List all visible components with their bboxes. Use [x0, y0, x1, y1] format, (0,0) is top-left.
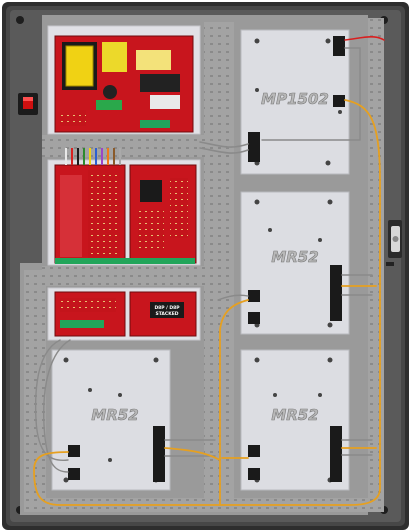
expansion-board-label-1: D8P / D8P: [154, 305, 180, 311]
mr52-left-bottom-board: MR52: [51, 349, 171, 491]
power-switch-icon[interactable]: [18, 93, 38, 115]
expansion-board-label-2: STACKED: [155, 311, 178, 317]
mp1502-board: MP1502: [240, 29, 350, 175]
mr52-right-bottom-board: MR52: [240, 349, 350, 491]
mp1502-label: MP1502: [261, 90, 329, 108]
controller-section: [47, 148, 201, 266]
ribbon-wires: [65, 148, 121, 165]
expansion-section: D8P / D8P STACKED: [47, 287, 201, 341]
mr52-right-bottom-label: MR52: [271, 406, 318, 424]
mr52-left-bottom-label: MR52: [91, 406, 138, 424]
wiring: [33, 36, 385, 506]
cam-lock-icon: [386, 262, 394, 266]
tamper-switch-icon[interactable]: [388, 220, 402, 258]
mr52-right-top-board: MR52: [240, 191, 350, 335]
power-supply-section: [47, 25, 201, 135]
mr52-right-top-label: MR52: [271, 248, 318, 266]
